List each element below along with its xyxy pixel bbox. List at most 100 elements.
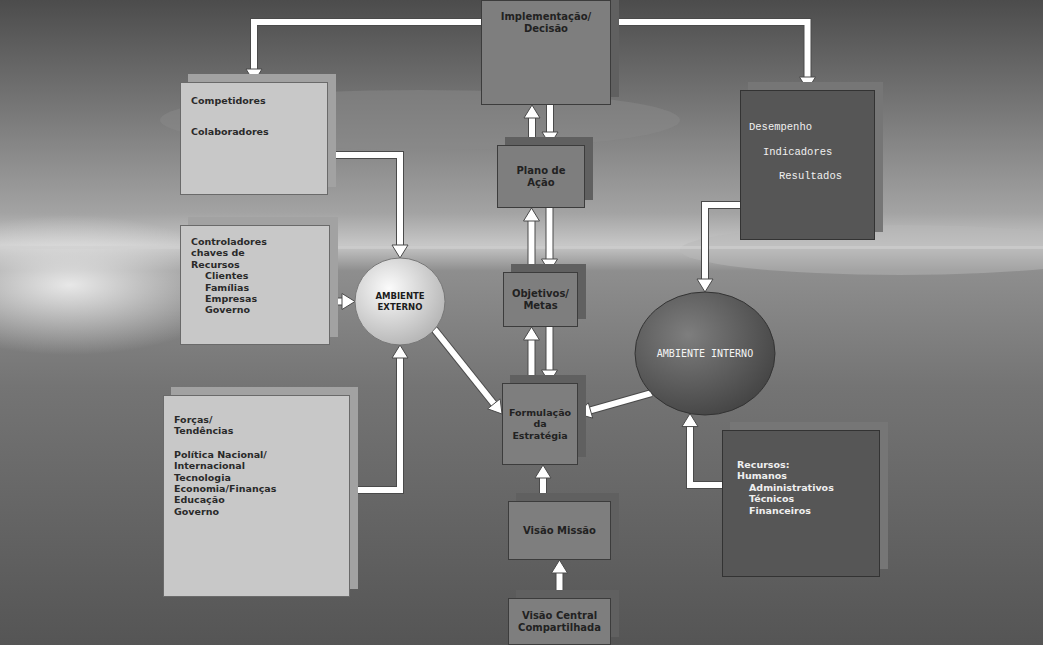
box-label: Famílias (205, 282, 319, 293)
arrow-head (552, 560, 568, 573)
arrow-shaft (254, 22, 481, 70)
resource-controller-box: Controladores chaves de RecursosClientes… (180, 225, 330, 345)
box-label: Tecnologia (174, 472, 339, 483)
arrow-head (542, 259, 558, 272)
flow-arrow (552, 560, 568, 598)
flow-arrow (578, 393, 651, 418)
flow-arrow (524, 327, 558, 383)
arrow-outline (590, 393, 652, 411)
flow-arrow (682, 414, 722, 485)
arrow-outline (539, 477, 547, 501)
horizon-line (0, 246, 1043, 249)
flow-arrow (524, 208, 558, 272)
circle-shape (355, 258, 445, 345)
box-label: Implementação/ Decisão (488, 11, 604, 35)
arrow-head (392, 245, 408, 258)
result-box: DesempenhoIndicadoresResultados (740, 90, 875, 240)
arrow-shaft (611, 22, 808, 78)
arrow-shaft (328, 155, 400, 246)
flow-arrow (524, 105, 558, 145)
arrow-shaft (330, 299, 343, 305)
arrow-shaft (529, 220, 535, 272)
actor-box: CompetidoresColaboradores (180, 82, 328, 195)
arrow-outline (434, 329, 494, 404)
process-box: Formulação da Estratégia (502, 383, 578, 465)
process-box: Objetivos/ Metas (503, 272, 578, 327)
flow-arrow (535, 465, 551, 501)
arrow-head (524, 208, 540, 221)
arrow-head (342, 294, 355, 310)
arrow-outline (705, 205, 740, 280)
box-label: Governo (174, 506, 339, 517)
arrow-head (697, 279, 713, 292)
box-label: Competidores (191, 95, 317, 106)
box-label: Forças/ Tendências (174, 414, 266, 437)
arrow-outline (328, 155, 400, 246)
process-box: Plano de Ação (497, 145, 585, 208)
flow-arrow (434, 329, 502, 414)
arrow-outline (546, 327, 554, 371)
arrow-shaft (529, 339, 535, 383)
box-label: Política Nacional/ Internacional (174, 449, 314, 472)
resource-box: Recursos:HumanosAdministrativosTécnicosF… (722, 430, 880, 577)
environment-circle: AMBIENTE INTERNO (635, 292, 775, 415)
flow-arrow (697, 205, 740, 292)
box-label: Visão Missão (523, 525, 596, 537)
arrow-head (524, 327, 540, 340)
flow-arrow (246, 22, 481, 82)
flow-arrow (611, 22, 816, 90)
box-label: AMBIENTE INTERNO (657, 348, 753, 360)
arrow-shaft (690, 426, 722, 485)
arrow-outline (528, 339, 536, 383)
decision-box: Implementação/ Decisão (481, 0, 611, 105)
arrow-shaft (434, 329, 494, 404)
arrow-outline (690, 426, 722, 485)
arrow-head (488, 399, 502, 414)
arrow-head (246, 69, 262, 82)
process-box: Visão Missão (508, 501, 611, 560)
box-label: Resultados (779, 170, 866, 183)
box-label: Objetivos/ Metas (508, 288, 573, 312)
box-label: Plano de Ação (502, 165, 580, 189)
box-label: Financeiros (749, 505, 865, 516)
box-label: Empresas (205, 293, 319, 304)
arrow-shaft (705, 205, 740, 280)
box-label: Recursos: (737, 459, 865, 470)
arrow-head (800, 77, 816, 90)
trend-box: Forças/ TendênciasPolítica Nacional/ Int… (163, 395, 350, 597)
arrow-outline (254, 22, 481, 70)
arrow-outline (528, 220, 536, 272)
arrow-shaft (547, 327, 553, 371)
box-label: Desempenho (749, 121, 866, 134)
arrow-head (542, 132, 558, 145)
flow-arrow (328, 155, 408, 258)
arrow-shaft (547, 208, 553, 260)
environment-circle: AMBIENTE EXTERNO (355, 258, 445, 345)
arrow-outline (546, 208, 554, 260)
arrow-shaft (590, 393, 652, 411)
arrow-shaft (547, 105, 553, 133)
box-label: Administrativos (749, 482, 865, 493)
box-label: Controladores chaves de Recursos (191, 236, 291, 270)
arrow-head (542, 370, 558, 383)
process-box: Visão Central Compartilhada (508, 598, 611, 645)
box-label: Indicadores (763, 146, 866, 159)
flow-arrow (350, 345, 408, 490)
arrow-outline (611, 22, 808, 78)
box-label: Humanos (737, 470, 865, 481)
arrow-outline (330, 298, 343, 306)
arrow-outline (556, 572, 564, 598)
arrow-shaft (540, 477, 546, 501)
arrow-head (524, 105, 540, 118)
box-label: Colaboradores (191, 126, 317, 137)
flow-arrow (330, 294, 355, 310)
arrow-head (535, 465, 551, 478)
arrow-head (682, 414, 698, 427)
arrow-head (392, 345, 408, 358)
box-label: Governo (205, 304, 319, 315)
box-label: Visão Central Compartilhada (513, 610, 606, 634)
circle-shape (635, 292, 775, 415)
box-label: Clientes (205, 270, 319, 281)
box-label: Economia/Finanças (174, 483, 339, 494)
